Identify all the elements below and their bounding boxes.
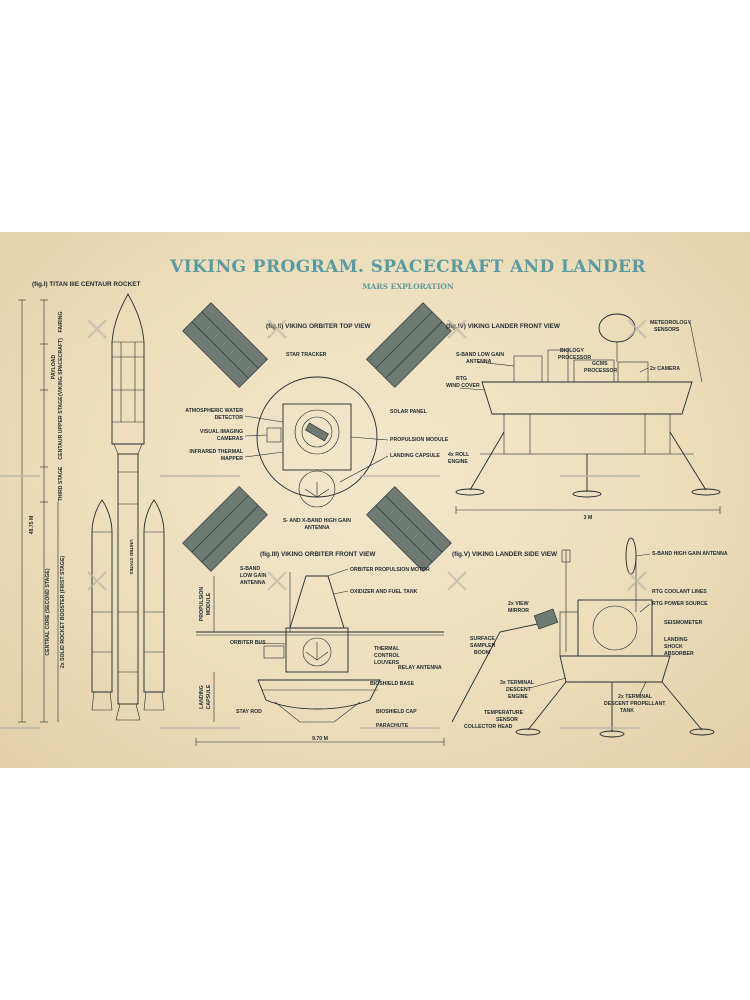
- fig5-rtg-lines-label: RTG COOLANT LINES: [652, 589, 707, 595]
- fig3-stay-rod-label: STAY ROD: [236, 709, 262, 715]
- fig1-title: (fig.I) TITAN IIIE CENTAUR ROCKET: [32, 281, 140, 288]
- fig5-mirror-label-2: MIRROR: [508, 608, 529, 614]
- fig3-title: (fig.III) VIKING ORBITER FRONT VIEW: [260, 551, 376, 558]
- fig2-solar-panel-e: [366, 486, 452, 572]
- fig4-title: (fig.IV) VIKING LANDER FRONT VIEW: [446, 323, 561, 330]
- fig4-lander-front-view: (fig.IV) VIKING LANDER FRONT VIEW METEOR…: [446, 313, 721, 521]
- fig3-sband-label-1: S-BAND: [240, 566, 260, 572]
- fig4-roll-label-2: ENGINE: [448, 459, 468, 465]
- fig3-propmod-label-1: PROPULSION: [199, 587, 205, 622]
- fig2-solar-panel-label: SOLAR PANEL: [390, 409, 428, 415]
- fig5-tank-label-2: DESCENT PROPELLANT: [604, 701, 666, 707]
- fig5-temp-label-2: SENSOR: [496, 717, 518, 723]
- fig3-landcap-label-2: CAPSULE: [206, 684, 212, 709]
- fig5-seismo-label: SEISMOMETER: [664, 620, 703, 626]
- fig2-visual-label-2: CAMERAS: [217, 436, 244, 442]
- fig1-height-label: 48.75 M: [29, 516, 35, 535]
- fig1-us-label: UNITED STATES: [129, 539, 134, 574]
- fig3-motor-label: ORBITER PROPULSION MOTOR: [350, 567, 430, 573]
- fig4-meteo-label-2: SENSORS: [654, 327, 680, 333]
- fig4-gcms-label-1: GCMS: [592, 361, 608, 367]
- fig3-width-label: 9.70 M: [312, 736, 328, 742]
- fig3-orbiter-front-view: (fig.III) VIKING ORBITER FRONT VIEW PROP…: [195, 551, 445, 746]
- fig5-collector-label: COLLECTOR HEAD: [464, 724, 513, 730]
- fig3-tank-label: OXIDIZER AND FUEL TANK: [350, 589, 418, 595]
- fig3-parachute-label: PARACHUTE: [376, 723, 409, 729]
- fig2-visual-label-1: VISUAL IMAGING: [200, 429, 243, 435]
- poster-title: VIKING PROGRAM. SPACECRAFT AND LANDER: [169, 257, 646, 277]
- fig2-solar-panel-n: [182, 486, 268, 572]
- fig2-atmo-label-2: DETECTOR: [215, 415, 244, 421]
- fig2-infrared-label-1: INFRARED THERMAL: [189, 449, 243, 455]
- watermark-marks: [0, 319, 647, 730]
- fig3-sband-label-3: ANTENNA: [240, 580, 266, 586]
- fig3-sband-label-2: LOW GAIN: [240, 573, 267, 579]
- fig3-relay-label: RELAY ANTENNA: [398, 665, 442, 671]
- fig5-rtg-power-label: RTG POWER SOURCE: [652, 601, 708, 607]
- fig2-solar-panel-s: [366, 302, 452, 388]
- fig5-hga-dish: [625, 537, 637, 575]
- fig5-sampler-label-2: SAMPLER: [470, 643, 496, 649]
- fig4-meteo-label-1: METEOROLOGY: [650, 320, 691, 326]
- fig4-camera-label: 2x CAMERA: [650, 366, 680, 372]
- fig5-title: (fig.V) VIKING LANDER SIDE VIEW: [452, 551, 558, 558]
- fig1-centaur-label: CENTAUR UPPER STAGE: [58, 396, 64, 460]
- fig5-tank-label-1: 2x TERMINAL: [618, 694, 653, 700]
- fig2-hga-label-2: ANTENNA: [304, 525, 330, 531]
- fig2-solar-panel-w: [182, 302, 268, 388]
- fig1-payload-label: PAYLOAD: [51, 354, 57, 379]
- fig2-title: (fig.II) VIKING ORBITER TOP VIEW: [266, 323, 371, 330]
- fig5-mirror-label-1: 2x VIEW: [508, 601, 529, 607]
- fig4-sband-label-1: S-BAND LOW GAIN: [456, 352, 504, 358]
- blueprint-drawing: VIKING PROGRAM. SPACECRAFT AND LANDER MA…: [0, 257, 728, 746]
- fig3-bioshield-cap-label: BIOSHIELD CAP: [376, 709, 417, 715]
- fig4-roll-label-1: 4x ROLL: [448, 452, 470, 458]
- fig3-landcap-label-1: LANDING: [199, 685, 205, 709]
- fig5-shock-label-2: SHOCK: [664, 644, 683, 650]
- fig2-star-tracker-label: STAR TRACKER: [286, 352, 327, 358]
- fig1-fairing-label: FAIRING: [58, 311, 64, 332]
- fig2-infrared-label-2: MAPPER: [221, 456, 243, 462]
- fig4-rtg-label-1: RTG: [456, 376, 467, 382]
- fig1-titan-rocket: (fig.I) TITAN IIIE CENTAUR ROCKET 48.75 …: [18, 281, 165, 723]
- fig3-louvers-label-2: CONTROL: [374, 653, 400, 659]
- fig1-right-booster: [143, 499, 165, 711]
- fig5-hga-label: S-BAND HIGH GAIN ANTENNA: [652, 551, 728, 557]
- fig5-term-label-3: ENGINE: [508, 694, 528, 700]
- fig2-hga-label-1: S- AND X-BAND HIGH GAIN: [283, 518, 351, 524]
- fig5-term-label-2: DESCENT: [506, 687, 532, 693]
- fig5-tank-label-3: TANK: [620, 708, 634, 714]
- blueprint-poster: VIKING PROGRAM. SPACECRAFT AND LANDER MA…: [0, 232, 750, 768]
- fig2-landing-capsule-label: LANDING CAPSULE: [390, 453, 440, 459]
- fig3-bioshield-base-label: BIOSHIELD BASE: [370, 681, 415, 687]
- fig2-propulsion-label: PROPULSION MODULE: [390, 437, 449, 443]
- fig4-bio-label-2: PROCESSOR: [558, 355, 591, 361]
- fig2-orbiter-top-view: (fig.II) VIKING ORBITER TOP VIEW STAR TR…: [182, 302, 452, 572]
- fig5-term-label-1: 3x TERMINAL: [500, 680, 535, 686]
- fig4-width-label: 3 M: [584, 515, 593, 521]
- fig3-louvers-label-3: LOUVERS: [374, 660, 400, 666]
- fig1-viking-label: (VIKING SPACECRAFT): [58, 338, 64, 396]
- fig1-booster-label: 2x SOLID ROCKET BOOSTER (FIRST STAGE): [60, 556, 66, 669]
- fig3-louvers-label-1: THERMAL: [374, 646, 400, 652]
- fig3-propmod-label-2: MODULE: [206, 592, 212, 615]
- fig4-gcms-label-2: PROCESSOR: [584, 368, 617, 374]
- fig4-bio-label-1: BIOLOGY: [560, 348, 584, 354]
- fig3-bus-label: ORBITER BUS: [230, 640, 266, 646]
- fig4-rtg-label-2: WIND COVER: [446, 383, 480, 389]
- fig5-shock-label-1: LANDING: [664, 637, 688, 643]
- poster-subtitle: MARS EXPLORATION: [362, 282, 454, 291]
- fig5-sampler-label-1: SURFACE: [470, 636, 495, 642]
- fig5-lander-side-view: (fig.V) VIKING LANDER SIDE VIEW S-BAND H…: [451, 537, 728, 738]
- fig5-shock-label-3: ABSORBER: [664, 651, 694, 657]
- fig1-third-stage-label: THIRD STAGE: [58, 466, 64, 501]
- fig1-left-booster: [91, 499, 113, 711]
- fig5-temp-label-1: TEMPERATURE: [484, 710, 524, 716]
- fig5-sampler-label-3: BOOM: [474, 650, 490, 656]
- fig2-atmo-label-1: ATMOSPHERIC WATER: [185, 408, 243, 414]
- fig1-core-label: CENTRAL CORE (SECOND STAGE): [45, 568, 51, 655]
